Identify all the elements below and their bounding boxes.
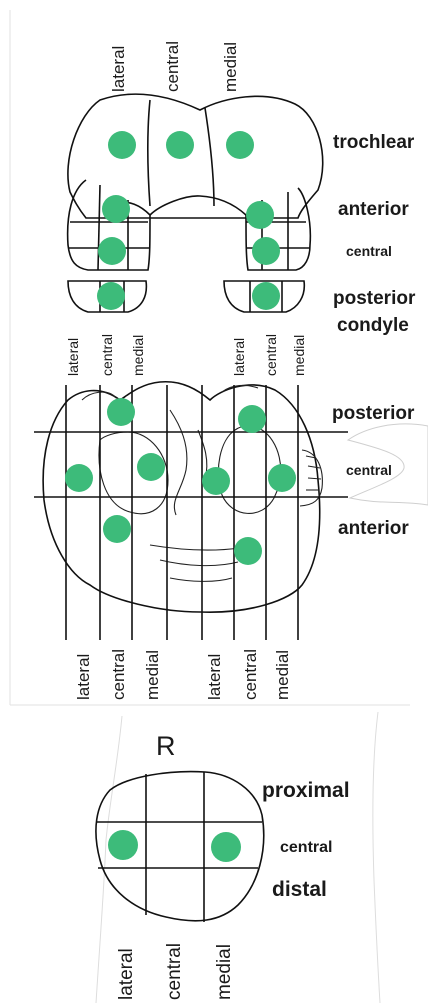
- femur-region-posterior: posterior: [333, 288, 416, 309]
- femur-tibia-panel: lateral central medial trochlear anterio…: [10, 10, 428, 705]
- patella-side-letter: R: [156, 731, 176, 761]
- tibia-region-central: central: [346, 462, 392, 478]
- tibia-left-bottom-lateral: lateral: [74, 654, 93, 700]
- marker-medial-condyle-anterior: [246, 201, 274, 229]
- tibia-left-top-lateral: lateral: [65, 338, 81, 376]
- femur-region-anterior: anterior: [338, 199, 409, 220]
- tibia-right-top-medial: medial: [291, 335, 307, 376]
- tibia-left-bottom-medial: medial: [143, 650, 162, 700]
- femur-region-central: central: [346, 243, 392, 259]
- patella-markers: [108, 830, 241, 862]
- marker-lateral-posterior-condyle: [97, 282, 125, 310]
- tibia-right-bottom-central: central: [241, 649, 260, 700]
- marker-tibia-medial-central-right: [268, 464, 296, 492]
- marker-tibia-lateral-anterior: [103, 515, 131, 543]
- patella-bottom-central: central: [164, 943, 185, 1000]
- tibia-right-bottom-lateral: lateral: [205, 654, 224, 700]
- tibia-left-bottom-central: central: [109, 649, 128, 700]
- tibia-right-bottom-medial: medial: [273, 650, 292, 700]
- marker-tibia-medial-central-left: [202, 467, 230, 495]
- tibia-right-top-lateral: lateral: [231, 338, 247, 376]
- marker-tibia-medial-posterior: [238, 405, 266, 433]
- patella-bottom-lateral: lateral: [116, 948, 137, 1000]
- femur-region-trochlear: trochlear: [333, 132, 415, 153]
- tibia-region-anterior: anterior: [338, 518, 409, 539]
- patella-region-proximal: proximal: [262, 779, 350, 802]
- tibia-right-top-central: central: [263, 334, 279, 376]
- femur-region-condyle: condyle: [337, 315, 409, 336]
- marker-lateral-condyle-anterior: [102, 195, 130, 223]
- marker-trochlear-lateral: [108, 131, 136, 159]
- marker-medial-posterior-condyle: [252, 282, 280, 310]
- marker-lateral-condyle-central: [98, 237, 126, 265]
- patella-bottom-medial: medial: [214, 944, 235, 1000]
- femur-label-lateral: lateral: [109, 46, 128, 92]
- marker-trochlear-central: [166, 131, 194, 159]
- patella-panel: R proximal central distal lateral centra…: [96, 712, 380, 1003]
- femur-label-medial: medial: [221, 42, 240, 92]
- marker-patella-medial-central: [211, 832, 241, 862]
- marker-tibia-lateral-posterior: [107, 398, 135, 426]
- marker-patella-lateral-central: [108, 830, 138, 860]
- marker-medial-condyle-central: [252, 237, 280, 265]
- marker-tibia-lateral-central-left: [65, 464, 93, 492]
- marker-tibia-lateral-central-right: [137, 453, 165, 481]
- patella-region-distal: distal: [272, 878, 327, 901]
- tibia-left-top-central: central: [99, 334, 115, 376]
- patella-region-central: central: [280, 839, 332, 856]
- tibia-left-top-medial: medial: [130, 335, 146, 376]
- marker-tibia-medial-anterior: [234, 537, 262, 565]
- tibia-region-posterior: posterior: [332, 403, 415, 424]
- femur-label-central: central: [163, 41, 182, 92]
- marker-trochlear-medial: [226, 131, 254, 159]
